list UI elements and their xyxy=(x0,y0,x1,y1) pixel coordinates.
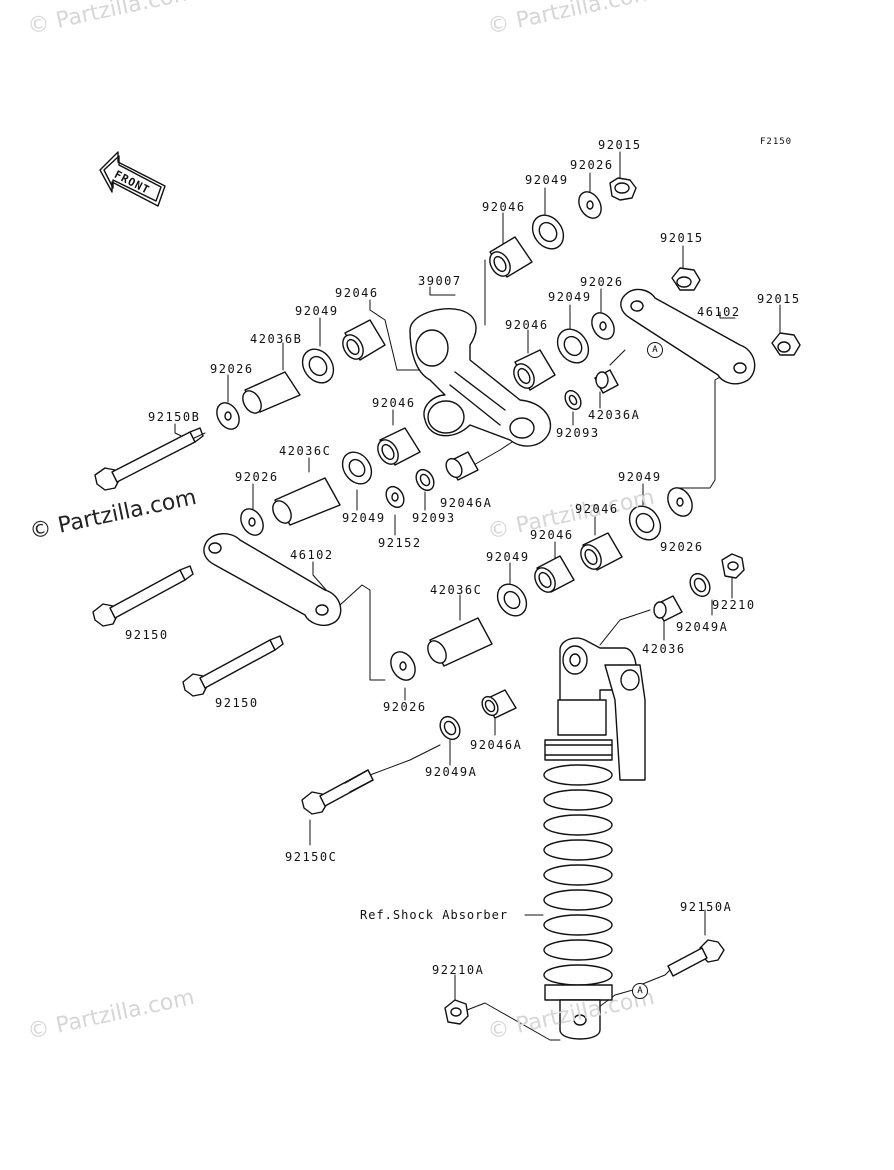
washer-92026-top xyxy=(578,191,602,219)
part-label[interactable]: 42036 xyxy=(642,642,686,656)
link-46102-left xyxy=(203,533,342,626)
part-label[interactable]: 92150B xyxy=(148,410,201,424)
part-label[interactable]: 92026 xyxy=(660,540,704,554)
part-label[interactable]: 92046 xyxy=(530,528,574,542)
part-label[interactable]: 92049 xyxy=(342,511,386,525)
part-label[interactable]: 92150C xyxy=(285,850,338,864)
bearing-92046A-low xyxy=(481,689,517,719)
seal-92049A-r xyxy=(689,572,711,598)
part-label[interactable]: 92046 xyxy=(575,502,619,516)
part-label[interactable]: 92150A xyxy=(680,900,733,914)
seal-92049-center xyxy=(341,451,373,485)
part-label[interactable]: 92026 xyxy=(235,470,279,484)
part-label[interactable]: 92150 xyxy=(215,696,259,710)
part-label[interactable]: 92046 xyxy=(372,396,416,410)
washer-92026-left xyxy=(216,402,240,430)
bearing-92046-center xyxy=(377,427,421,466)
seal-92049-r3 xyxy=(496,583,528,617)
callout-a: A xyxy=(632,983,648,999)
nut-92015-mid xyxy=(671,267,701,291)
bearing-92046-left xyxy=(342,319,386,361)
nut-92210A xyxy=(444,999,469,1025)
washer-92026-low xyxy=(390,651,416,681)
rocker-arm-39007 xyxy=(409,308,552,447)
link-46102-right xyxy=(620,288,756,385)
part-label[interactable]: 92026 xyxy=(580,275,624,289)
bolt-92150A xyxy=(667,939,725,977)
seal-92049-left xyxy=(301,348,335,384)
part-label[interactable]: 92015 xyxy=(598,138,642,152)
part-label[interactable]: 92026 xyxy=(210,362,254,376)
bolt-92150-1 xyxy=(92,565,194,627)
washer-92026-mid xyxy=(591,312,615,340)
part-label[interactable]: 92150 xyxy=(125,628,169,642)
bolt-92150C xyxy=(301,769,374,815)
washer-92093-right xyxy=(564,389,582,411)
part-label[interactable]: 42036C xyxy=(279,444,332,458)
collar-42036B xyxy=(242,371,301,414)
part-label[interactable]: 92046 xyxy=(505,318,549,332)
callout-a: A xyxy=(647,342,663,358)
bolt-92150-2 xyxy=(182,635,284,697)
part-label[interactable]: 92093 xyxy=(412,511,456,525)
part-label[interactable]: 46102 xyxy=(290,548,334,562)
seal-92049-mid xyxy=(556,328,590,364)
part-label[interactable]: 92049 xyxy=(525,173,569,187)
part-label[interactable]: 92046A xyxy=(470,738,523,752)
part-label[interactable]: 46102 xyxy=(697,305,741,319)
bolt-92150B xyxy=(94,427,204,491)
part-label[interactable]: 92046 xyxy=(482,200,526,214)
bearing-92046-r2 xyxy=(580,532,623,571)
part-label[interactable]: 42036C xyxy=(430,583,483,597)
nut-92015-top xyxy=(609,177,637,201)
bearing-92046-top xyxy=(489,236,533,278)
part-label[interactable]: 92049 xyxy=(486,550,530,564)
seal-92049-top xyxy=(531,214,565,250)
washer-92026-left2 xyxy=(240,508,264,536)
seal-92049A-low xyxy=(439,715,461,741)
part-label[interactable]: 92046 xyxy=(335,286,379,300)
part-label[interactable]: 92049 xyxy=(548,290,592,304)
washer-92026-r2 xyxy=(667,487,693,517)
part-label[interactable]: 92093 xyxy=(556,426,600,440)
collar-42036A xyxy=(594,369,619,394)
part-label[interactable]: 92026 xyxy=(383,700,427,714)
part-label[interactable]: 42036A xyxy=(588,408,641,422)
shock-absorber xyxy=(543,637,646,1040)
part-label[interactable]: 92210A xyxy=(432,963,485,977)
part-label[interactable]: 92152 xyxy=(378,536,422,550)
part-label[interactable]: 92046A xyxy=(440,496,493,510)
part-label[interactable]: 92049A xyxy=(676,620,729,634)
nut-92015-right xyxy=(771,332,801,356)
bearing-92046-r3 xyxy=(534,555,575,593)
part-label[interactable]: 39007 xyxy=(418,274,462,288)
nut-92210 xyxy=(721,553,745,579)
part-label[interactable]: 42036B xyxy=(250,332,303,346)
washer-92093-center xyxy=(415,468,435,492)
collar-42036C-mid xyxy=(427,617,493,667)
part-label[interactable]: 92015 xyxy=(757,292,801,306)
part-label[interactable]: 92049 xyxy=(295,304,339,318)
front-arrow-icon xyxy=(99,151,166,207)
part-label[interactable]: 92026 xyxy=(570,158,614,172)
bearing-92046-mid xyxy=(513,349,556,391)
part-label[interactable]: 92210 xyxy=(712,598,756,612)
collar-42036C-left xyxy=(272,477,341,526)
part-label[interactable]: 92049A xyxy=(425,765,478,779)
ref-shock-absorber-label: Ref.Shock Absorber xyxy=(360,908,509,922)
diagram-code: F2150 xyxy=(760,137,793,147)
seal-92049-r2 xyxy=(628,505,662,541)
washer-92152 xyxy=(385,485,405,509)
part-label[interactable]: 92049 xyxy=(618,470,662,484)
bearing-92046A-center xyxy=(445,451,479,481)
part-label[interactable]: 92015 xyxy=(660,231,704,245)
collar-42036 xyxy=(653,595,683,622)
